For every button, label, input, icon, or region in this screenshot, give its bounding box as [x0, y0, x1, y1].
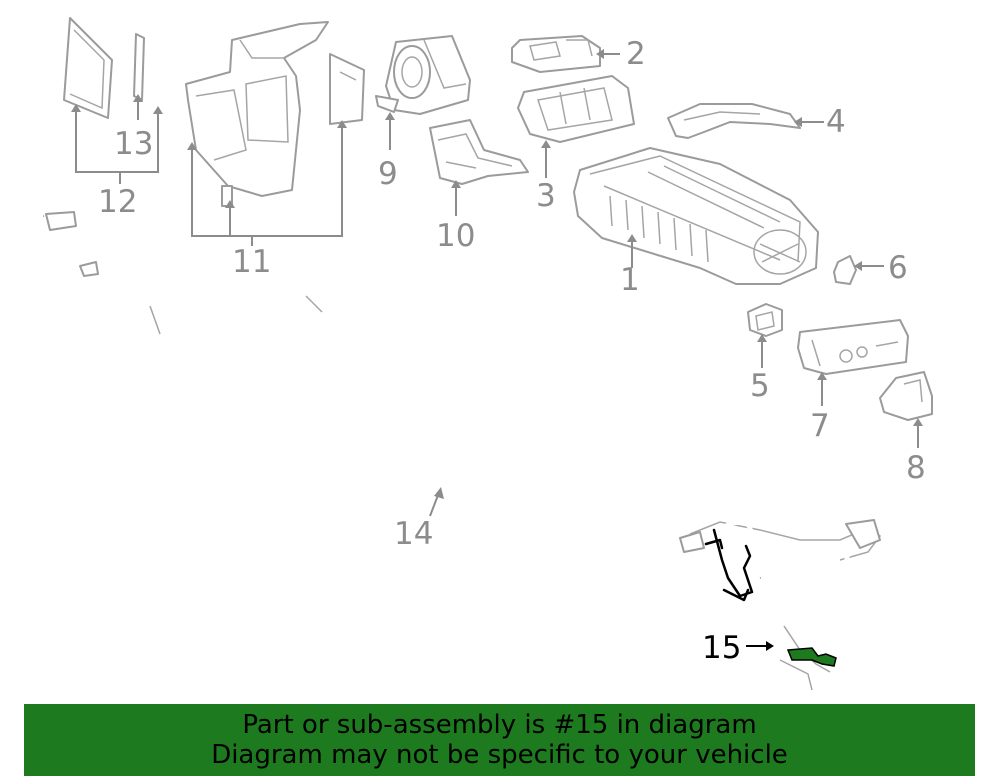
label-10: 10: [436, 218, 475, 254]
banner-line-2: Diagram may not be specific to your vehi…: [211, 740, 788, 770]
part-4-shield: [667, 103, 801, 139]
label-6: 6: [888, 250, 908, 286]
label-2: 2: [626, 36, 646, 72]
part-11-duct-housing: [185, 21, 365, 207]
label-15: 15: [702, 630, 741, 666]
label-11: 11: [232, 244, 271, 280]
label-8: 8: [906, 450, 926, 486]
leaders-11: [191, 126, 343, 246]
part-3-tray: [517, 75, 635, 143]
label-14: 14: [394, 516, 433, 552]
label-13: 13: [114, 126, 153, 162]
part-13-trim: [133, 33, 145, 101]
part-7-control-module: [797, 319, 909, 375]
leader-arrowheads: [71, 49, 923, 499]
notice-banner: Part or sub-assembly is #15 in diagram D…: [24, 704, 975, 776]
part-6-clip: [833, 255, 857, 285]
label-4: 4: [826, 104, 846, 140]
part-9-blower-motor: [375, 35, 471, 115]
label-3: 3: [536, 178, 556, 214]
part-1-main-assembly: [573, 147, 819, 285]
part-10-air-duct: [429, 119, 529, 185]
label-1: 1: [620, 262, 640, 298]
part-15-harness: [679, 519, 882, 696]
label-9: 9: [378, 156, 398, 192]
label-5: 5: [750, 368, 770, 404]
part-8-sensor-bracket: [879, 371, 933, 421]
leaders-12-13: [75, 100, 159, 184]
banner-line-1: Part or sub-assembly is #15 in diagram: [242, 710, 757, 740]
label-12: 12: [98, 184, 137, 220]
part-12-panel: [63, 17, 113, 119]
label-7: 7: [810, 408, 830, 444]
leader-15-arrow: [766, 641, 774, 651]
part-5-connector: [747, 303, 783, 337]
part-2-bracket: [511, 35, 601, 73]
part-14-long-harness: [43, 211, 761, 606]
